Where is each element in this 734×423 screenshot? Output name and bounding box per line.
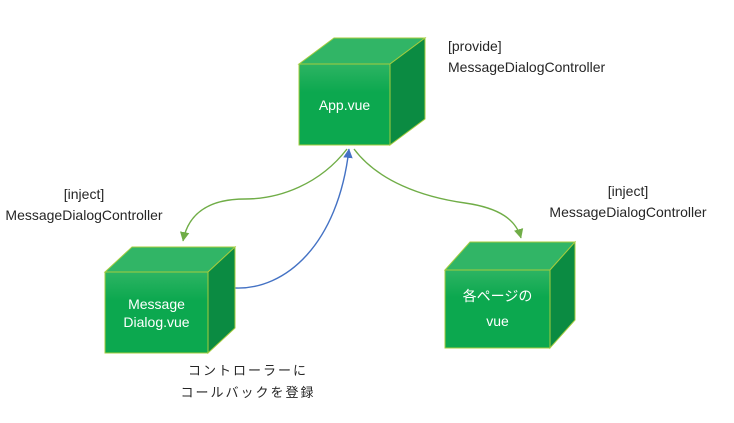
cube-message-dialog-front-face [104, 271, 209, 354]
inject-left-annotation: [inject] MessageDialogController [5, 184, 162, 226]
cube-message-dialog [103, 245, 237, 355]
arrow-app-to-messagedialog [180, 148, 348, 242]
inject-right-annotation-line2: MessageDialogController [549, 204, 707, 220]
inject-left-annotation-line2: MessageDialogController [5, 207, 163, 223]
provide-annotation-line1: [provide] [448, 38, 502, 54]
arrow-app-to-pages [353, 148, 524, 239]
cube-pages-front-face [444, 269, 551, 349]
cube-app [297, 37, 427, 146]
callback-note: コントローラーに コールバックを登録 [180, 360, 315, 404]
inject-left-annotation-line1: [inject] [63, 186, 105, 202]
inject-right-annotation-line1: [inject] [607, 183, 649, 199]
provide-annotation-line2: MessageDialogController [448, 59, 606, 75]
provide-annotation: [provide] MessageDialogController [448, 36, 605, 78]
callback-note-line1: コントローラーに [187, 363, 309, 378]
cube-app-front-face [298, 63, 391, 146]
callback-note-line2: コールバックを登録 [180, 385, 316, 400]
cube-pages [443, 240, 577, 350]
arrow-messagedialog-to-app [234, 148, 353, 289]
inject-right-annotation: [inject] MessageDialogController [549, 181, 706, 223]
